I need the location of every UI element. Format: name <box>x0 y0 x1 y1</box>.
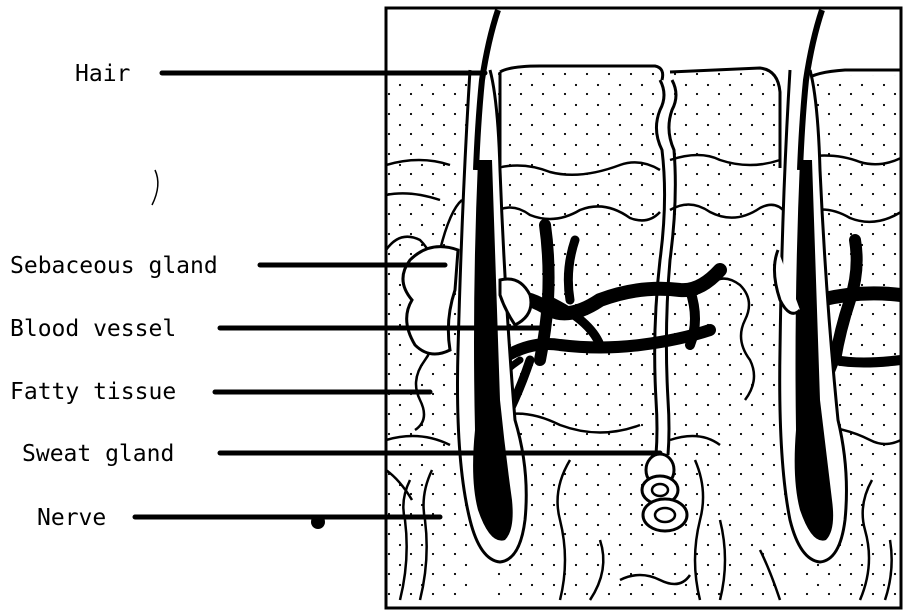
skin-layers <box>386 8 901 608</box>
stray-mark <box>152 170 158 205</box>
label-nerve: Nerve <box>37 507 106 530</box>
ink-speck <box>311 515 325 529</box>
label-sebaceous-gland: Sebaceous gland <box>10 255 218 278</box>
label-blood-vessel: Blood vessel <box>10 318 176 341</box>
label-sweat-gland: Sweat gland <box>22 443 174 466</box>
label-fatty-tissue: Fatty tissue <box>10 381 176 404</box>
label-hair: Hair <box>75 63 130 86</box>
